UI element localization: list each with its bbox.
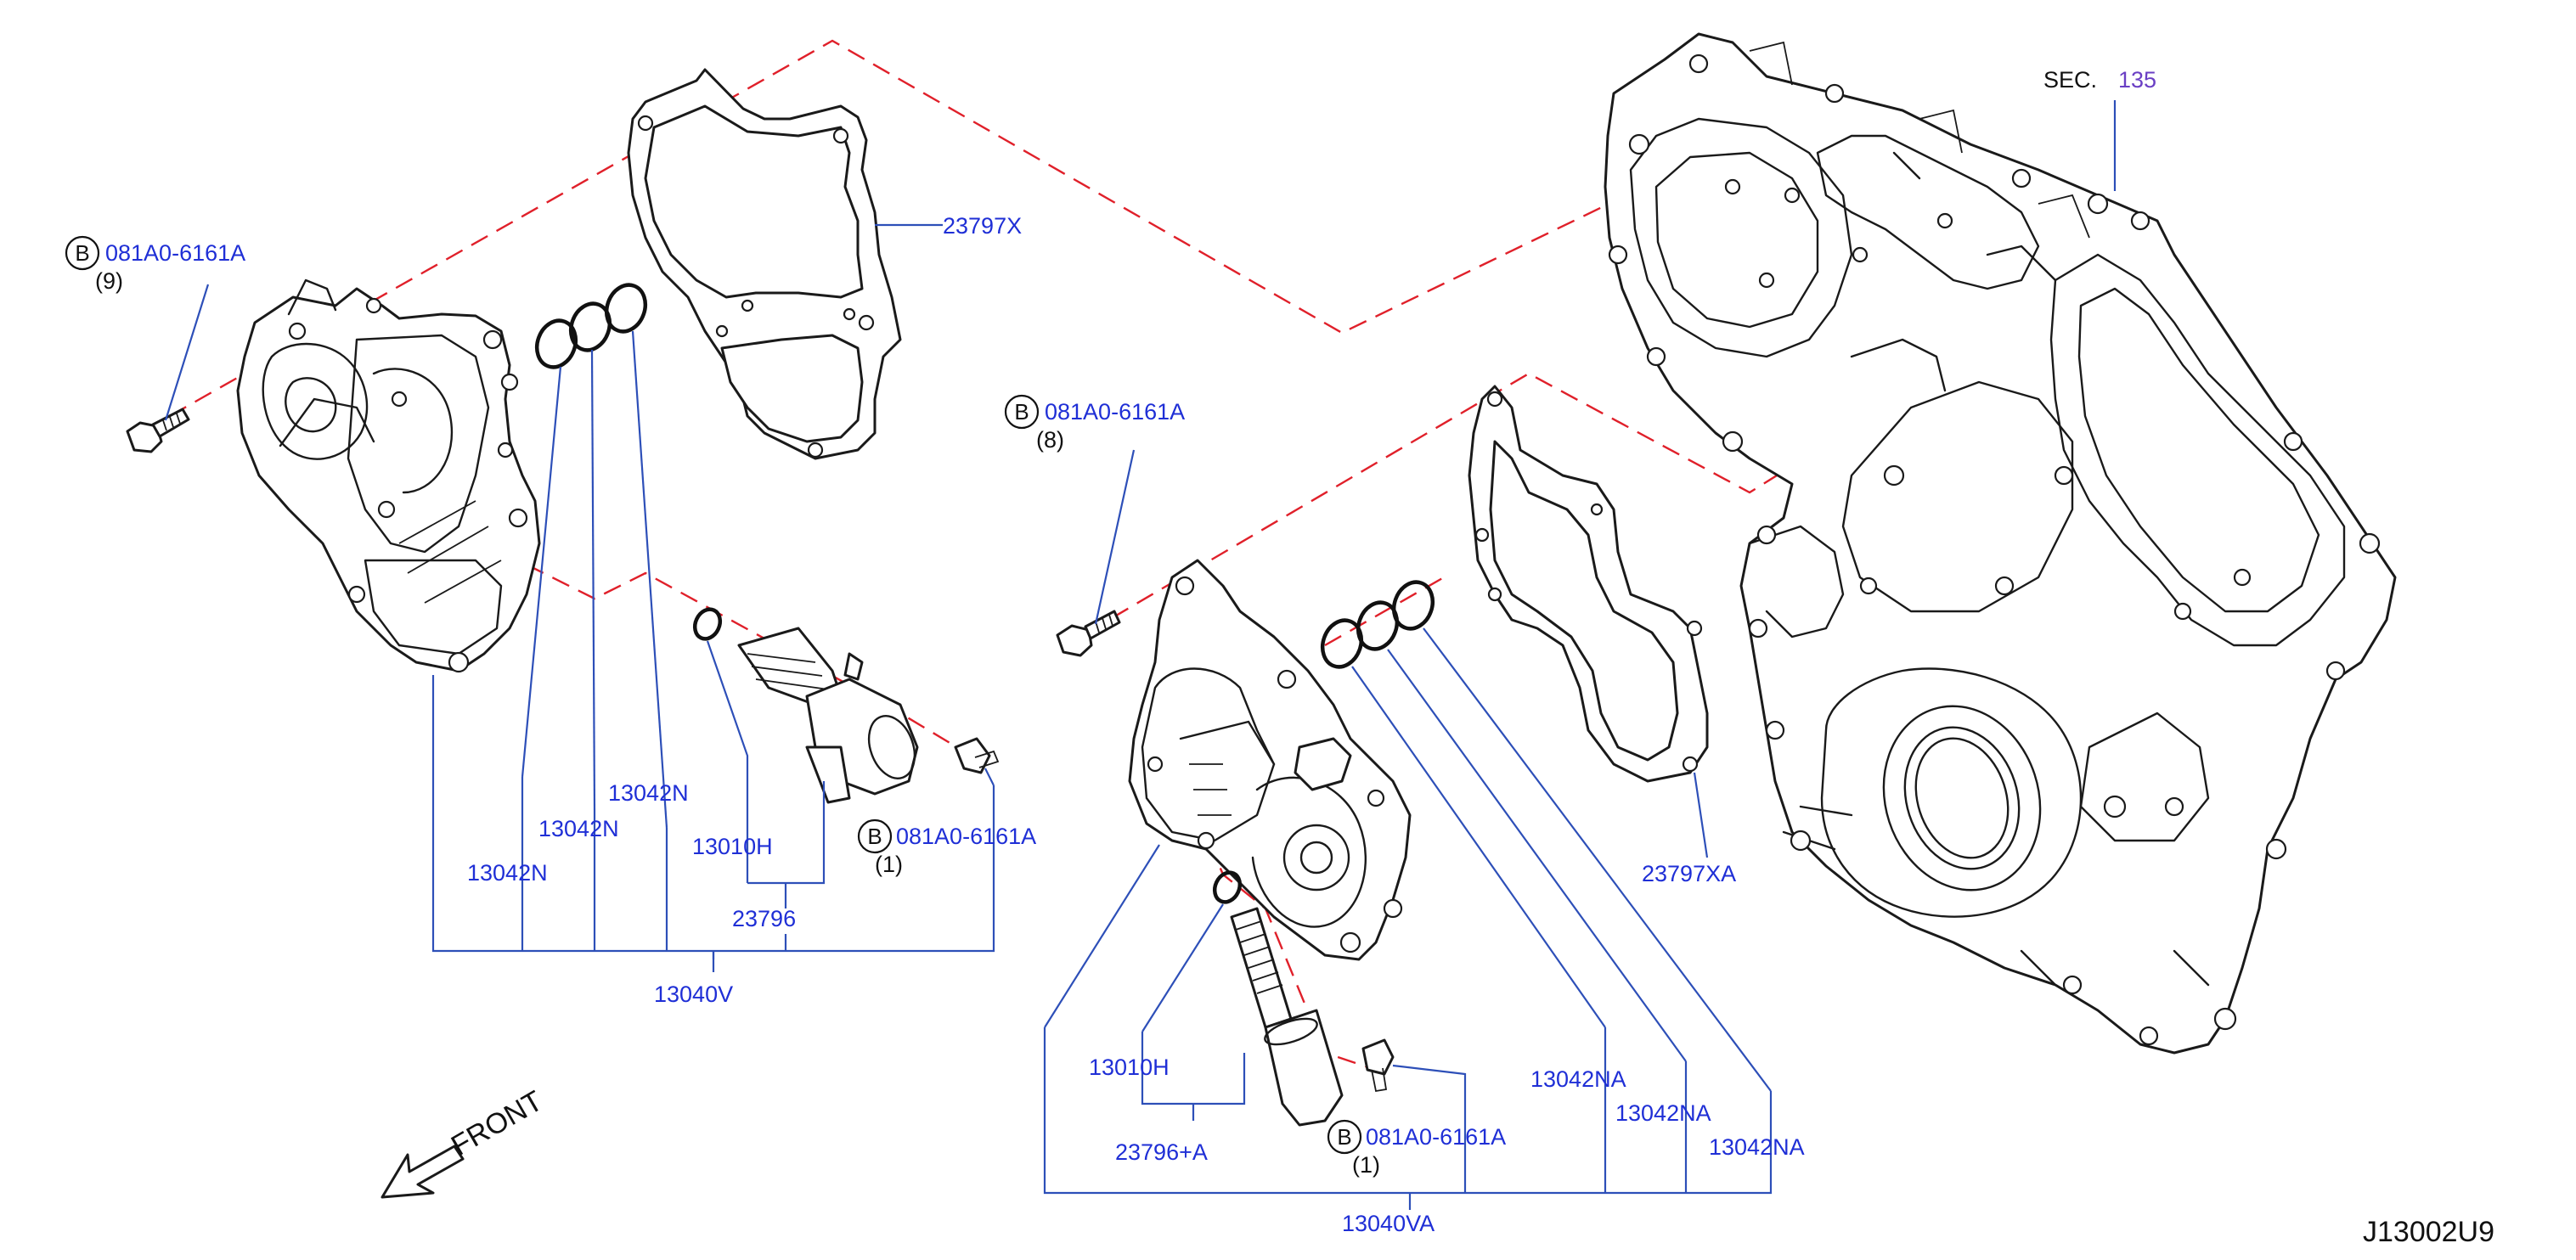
- front-arrow: [380, 1145, 465, 1199]
- gasket-upper: [627, 68, 902, 460]
- label-oring-solenoid-lower[interactable]: 13010H: [1089, 1055, 1170, 1080]
- label-oring-lower-2[interactable]: 13042NA: [1615, 1100, 1711, 1126]
- label-bolt-upper[interactable]: 081A0-6161A: [105, 240, 245, 266]
- label-cover-assy-lower[interactable]: 13040VA: [1342, 1211, 1435, 1236]
- label-gasket-upper[interactable]: 23797X: [943, 213, 1022, 239]
- vtc-cover-upper: [236, 278, 541, 673]
- label-oring-lower-1[interactable]: 13042NA: [1530, 1066, 1626, 1092]
- svg-text:B: B: [1337, 1124, 1351, 1150]
- qty-bolt-upper: (9): [95, 268, 123, 294]
- orings-lower: [1320, 580, 1435, 669]
- solenoid-lower: [1212, 870, 1395, 1127]
- bolt-upper: [126, 408, 190, 453]
- section-number-link[interactable]: 135: [2118, 67, 2156, 93]
- bolt-marker-solenoid-lower: B: [1327, 1119, 1362, 1155]
- front-label: FRONT: [446, 1084, 548, 1162]
- leader-lines: [164, 100, 2117, 1210]
- label-oring-upper-1[interactable]: 13042N: [467, 860, 548, 886]
- label-solenoid-upper[interactable]: 23796: [732, 906, 796, 931]
- label-bolt-solenoid-upper[interactable]: 081A0-6161A: [896, 824, 1036, 849]
- label-bolt-mid[interactable]: 081A0-6161A: [1045, 399, 1185, 425]
- label-bolt-solenoid-lower[interactable]: 081A0-6161A: [1366, 1124, 1506, 1150]
- bolt-marker-upper: B: [65, 235, 100, 271]
- diagram-code: J13002U9: [2363, 1216, 2494, 1248]
- label-oring-solenoid-upper[interactable]: 13010H: [692, 834, 773, 859]
- qty-bolt-solenoid-upper: (1): [875, 852, 903, 877]
- bolt-marker-solenoid-upper: B: [857, 818, 893, 854]
- orings-upper: [534, 283, 648, 369]
- label-oring-upper-3[interactable]: 13042N: [608, 780, 689, 806]
- timing-chain-case: [1604, 32, 2397, 1055]
- svg-text:B: B: [1014, 399, 1029, 425]
- qty-bolt-mid: (8): [1036, 427, 1064, 453]
- label-solenoid-lower[interactable]: 23796+A: [1115, 1139, 1208, 1165]
- vtc-cover-lower: [1128, 559, 1412, 961]
- label-gasket-lower[interactable]: 23797XA: [1642, 861, 1736, 886]
- label-cover-assy-upper[interactable]: 13040V: [654, 982, 733, 1007]
- svg-text:B: B: [75, 240, 89, 266]
- label-oring-lower-3[interactable]: 13042NA: [1709, 1134, 1805, 1160]
- bolt-marker-mid: B: [1004, 394, 1040, 430]
- svg-text:B: B: [867, 824, 882, 849]
- label-oring-upper-2[interactable]: 13042N: [538, 816, 619, 841]
- qty-bolt-solenoid-lower: (1): [1352, 1152, 1380, 1178]
- bolt-mid: [1056, 610, 1121, 657]
- gasket-lower: [1468, 385, 1709, 783]
- solenoid-upper: [692, 607, 1000, 804]
- section-prefix: SEC.: [2043, 67, 2097, 93]
